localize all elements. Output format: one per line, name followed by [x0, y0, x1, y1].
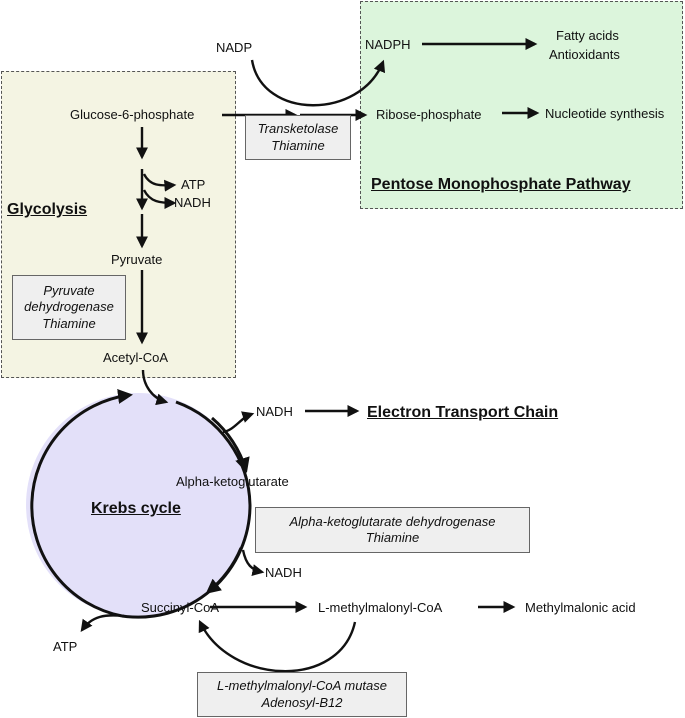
pentose-pathway-title: Pentose Monophosphate Pathway [371, 176, 631, 193]
arrow-krebs-to-nadh [222, 411, 255, 434]
akgdh-name: Alpha-ketoglutarate dehydrogenase [289, 513, 496, 529]
akg-dehydrogenase-box: Alpha-ketoglutarate dehydrogenase Thiami… [255, 507, 530, 553]
akgdh-cofactor: Thiamine [365, 530, 420, 545]
nadh-glycolysis-label: NADH [174, 195, 211, 210]
ribose-phosphate-label: Ribose-phosphate [376, 107, 482, 122]
fatty-acids-label: Fatty acids [556, 28, 619, 43]
pdh-cofactor: Thiamine [42, 315, 96, 331]
arrow-nadp-to-nadph [250, 59, 386, 107]
pentose-pathway-region [360, 1, 683, 209]
pdh-name-line2: dehydrogenase [24, 299, 114, 315]
transketolase-cofactor: Thiamine [271, 137, 325, 153]
electron-transport-chain-title: Electron Transport Chain [367, 404, 559, 421]
atp-glycolysis-label: ATP [181, 177, 206, 192]
transketolase-box: Transketolase Thiamine [245, 115, 351, 160]
atp-krebs-label: ATP [53, 639, 78, 654]
nadp-label: NADP [216, 40, 253, 55]
arrow-krebs-to-atp [80, 614, 125, 632]
pyruvate-label: Pyruvate [111, 252, 163, 267]
mcm-name: L-methylmalonyl-CoA mutase [216, 678, 388, 694]
glucose-6-phosphate-label: Glucose-6-phosphate [70, 107, 195, 122]
pdh-name-line1: Pyruvate [43, 283, 95, 299]
krebs-cycle-circle [26, 393, 250, 617]
methylmalonic-acid-label: Methylmalonic acid [525, 600, 636, 615]
arrow-nadh-branch [142, 189, 177, 209]
pyruvate-dehydrogenase-box: Pyruvate dehydrogenase Thiamine [12, 275, 126, 340]
krebs-arc-main [121, 400, 252, 619]
nadph-label: NADPH [365, 37, 411, 52]
succinyl-coa-label: Succinyl-CoA [141, 600, 220, 615]
antioxidants-label: Antioxidants [549, 47, 620, 62]
alpha-ketoglutarate-label: Alpha-ketoglutarate [176, 474, 289, 489]
l-methylmalonyl-coa-label: L-methylmalonyl-CoA [318, 600, 443, 615]
methylmalonyl-mutase-box: L-methylmalonyl-CoA mutase Adenosyl-B12 [197, 672, 407, 717]
krebs-cycle-title: Krebs cycle [91, 500, 181, 517]
arrow-akg-nadh [241, 549, 265, 576]
krebs-arc-left [30, 389, 133, 618]
acetyl-coa-label: Acetyl-CoA [103, 350, 169, 365]
nucleotide-synthesis-label: Nucleotide synthesis [545, 106, 665, 121]
krebs-arc-to-succinyl [205, 547, 243, 594]
krebs-arc-to-akg [211, 416, 250, 473]
arrow-atp-branch [142, 173, 177, 192]
glycolysis-title: Glycolysis [7, 201, 88, 218]
arrow-acetyl-to-krebs [141, 369, 169, 406]
nadh-krebs-label: NADH [256, 404, 293, 419]
arrow-mutase-return [198, 619, 357, 673]
transketolase-name: Transketolase [257, 121, 339, 137]
nadh-akg-label: NADH [265, 565, 302, 580]
mcm-cofactor: Adenosyl-B12 [261, 694, 343, 710]
